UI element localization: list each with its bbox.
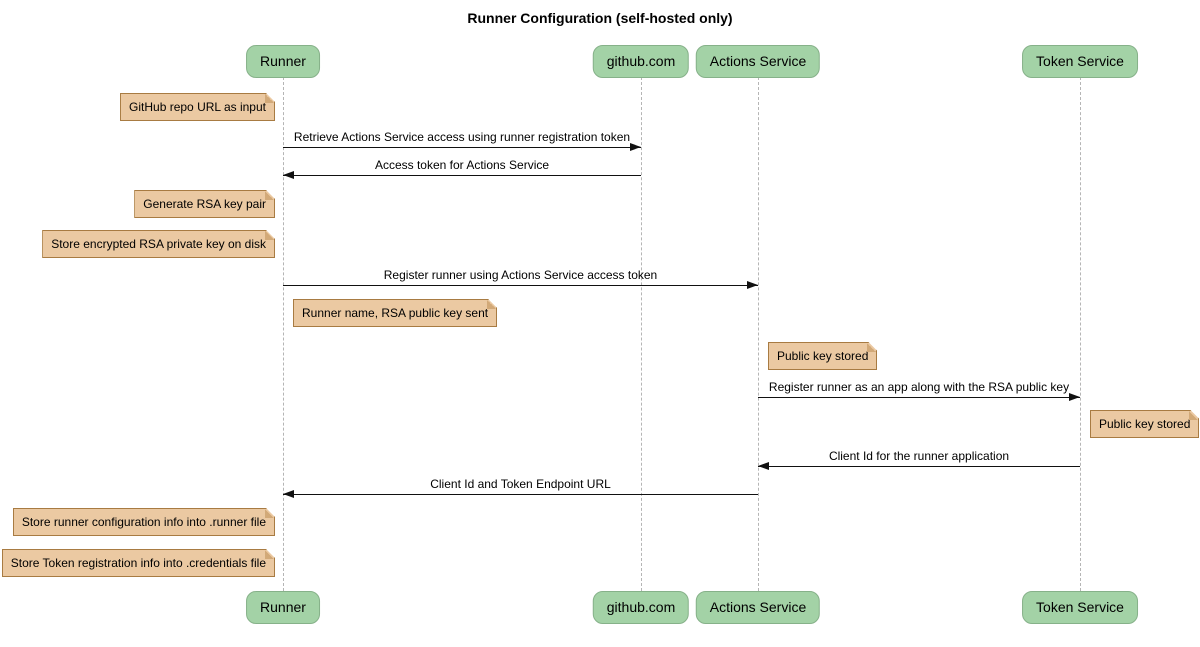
message-label: Access token for Actions Service — [374, 158, 550, 172]
note-store-runner-file: Store runner configuration info into .ru… — [13, 508, 275, 536]
arrowhead-left-icon — [283, 171, 294, 179]
note-runner-name-pubkey: Runner name, RSA public key sent — [293, 299, 497, 327]
message-label: Register runner using Actions Service ac… — [383, 268, 658, 282]
message-client-id-endpoint: Client Id and Token Endpoint URL — [283, 477, 758, 498]
message-access-token: Access token for Actions Service — [283, 158, 641, 179]
lifeline-token-service — [1080, 77, 1081, 591]
message-arrow — [283, 143, 641, 151]
participant-github-top: github.com — [592, 45, 690, 78]
message-register-app: Register runner as an app along with the… — [758, 380, 1080, 401]
participant-github-bottom: github.com — [592, 591, 690, 624]
message-label: Client Id for the runner application — [828, 449, 1010, 463]
arrowhead-left-icon — [283, 490, 294, 498]
arrowhead-right-icon — [630, 143, 641, 151]
message-arrow — [758, 462, 1080, 470]
arrowhead-left-icon — [758, 462, 769, 470]
note-store-credentials-file: Store Token registration info into .cred… — [2, 549, 275, 577]
lifeline-github — [641, 77, 642, 591]
note-pubkey-stored-token: Public key stored — [1090, 410, 1199, 438]
note-repo-url-input: GitHub repo URL as input — [120, 93, 275, 121]
lifeline-actions-service — [758, 77, 759, 591]
message-client-id-app: Client Id for the runner application — [758, 449, 1080, 470]
message-register-runner: Register runner using Actions Service ac… — [283, 268, 758, 289]
diagram-title: Runner Configuration (self-hosted only) — [467, 10, 733, 26]
message-arrow — [283, 490, 758, 498]
participant-actions-service-bottom: Actions Service — [695, 591, 821, 624]
message-label: Register runner as an app along with the… — [768, 380, 1070, 394]
note-pubkey-stored-actions: Public key stored — [768, 342, 877, 370]
note-store-private-key: Store encrypted RSA private key on disk — [42, 230, 275, 258]
participant-token-service-bottom: Token Service — [1022, 591, 1138, 624]
participant-runner-bottom: Runner — [246, 591, 320, 624]
message-arrow — [283, 171, 641, 179]
message-arrow — [758, 393, 1080, 401]
participant-runner-top: Runner — [246, 45, 320, 78]
message-label: Retrieve Actions Service access using ru… — [293, 130, 631, 144]
arrowhead-right-icon — [747, 281, 758, 289]
participant-token-service-top: Token Service — [1022, 45, 1138, 78]
participant-actions-service-top: Actions Service — [695, 45, 821, 78]
message-retrieve-access: Retrieve Actions Service access using ru… — [283, 130, 641, 151]
lifeline-runner — [283, 77, 284, 591]
message-arrow — [283, 281, 758, 289]
arrowhead-right-icon — [1069, 393, 1080, 401]
note-generate-rsa-key: Generate RSA key pair — [134, 190, 275, 218]
message-label: Client Id and Token Endpoint URL — [430, 477, 611, 491]
